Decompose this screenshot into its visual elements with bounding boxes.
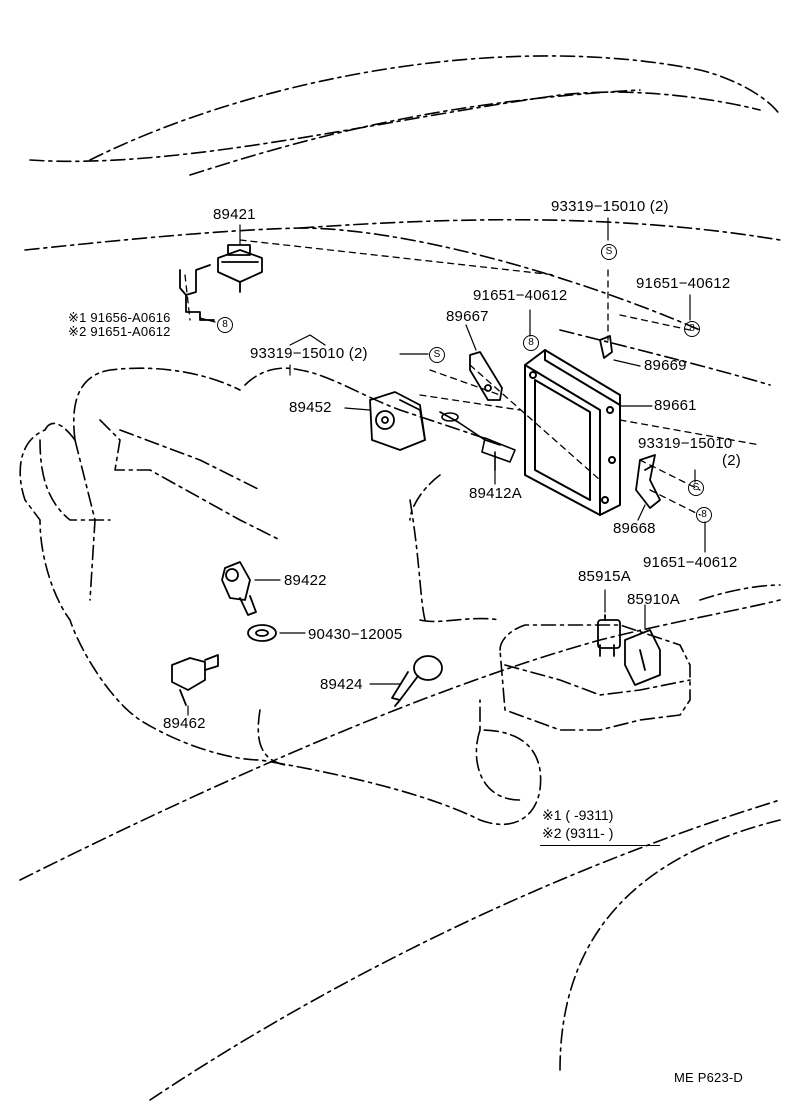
part-label-89668: 89668 <box>613 520 656 537</box>
footnote-underline <box>540 845 660 846</box>
nut-callout-icon: 8 <box>217 317 233 333</box>
sensor-89462 <box>171 654 219 706</box>
part-label-85910a: 85910A <box>627 591 680 608</box>
gasket-90430 <box>247 624 277 642</box>
part-label-89667: 89667 <box>446 308 489 325</box>
wire-harness-89412a <box>439 411 516 471</box>
throttle-sensor-89452 <box>369 391 426 451</box>
assembly-leader-lines <box>184 239 761 516</box>
bracket-89668 <box>635 454 661 509</box>
bolt-callout-icon: S <box>688 480 704 496</box>
relay-box-outline <box>499 624 691 731</box>
ecu-89661 <box>524 349 621 516</box>
footnote-2: ※2 (9311- ) <box>542 825 614 841</box>
clip-89669 <box>599 335 613 359</box>
relay-85910a <box>624 629 661 686</box>
part-label-91651-low: 91651−40612 <box>643 554 738 571</box>
bolt-callout-icon: S <box>601 244 617 260</box>
part-label-91651-mid: 91651−40612 <box>473 287 568 304</box>
part-label-93319-right: 93319−15010 <box>638 435 733 452</box>
vehicle-body-outline <box>19 55 781 1101</box>
nut-callout-icon: 8 <box>523 335 539 351</box>
part-label-89452: 89452 <box>289 399 332 416</box>
part-label-85915a: 85915A <box>578 568 631 585</box>
relay-85915a <box>597 614 621 657</box>
label-leaders <box>187 217 706 716</box>
temp-sensor-89422 <box>221 561 257 616</box>
part-label-91651-right: 91651−40612 <box>636 275 731 292</box>
part-label-89462: 89462 <box>163 715 206 732</box>
vacuum-sensor-89421 <box>179 244 263 321</box>
part-label-90430: 90430−12005 <box>308 626 403 643</box>
bracket-89667 <box>469 351 503 401</box>
part-label-93319-qty: (2) <box>722 452 741 469</box>
part-label-89424: 89424 <box>320 676 363 693</box>
bolt-callout-icon: S <box>429 347 445 363</box>
nut-callout-icon: 8 <box>696 507 712 523</box>
part-label-93319-left: 93319−15010 (2) <box>250 345 368 362</box>
footnote-1: ※1 ( -9311) <box>542 807 614 823</box>
sensor-89424 <box>391 655 443 707</box>
part-label-89669: 89669 <box>644 357 687 374</box>
part-label-93319-top: 93319−15010 (2) <box>551 198 669 215</box>
engine-block-outline <box>19 367 542 826</box>
diagram-code: ME P623-D <box>674 1070 743 1085</box>
part-label-89422: 89422 <box>284 572 327 589</box>
part-label-note2: ※2 91651-A0612 <box>68 324 171 339</box>
part-label-89661: 89661 <box>654 397 697 414</box>
part-label-89421: 89421 <box>213 206 256 223</box>
part-label-note1: ※1 91656-A0616 <box>68 310 171 325</box>
part-label-89412a: 89412A <box>469 485 522 502</box>
nut-callout-icon: 8 <box>684 321 700 337</box>
